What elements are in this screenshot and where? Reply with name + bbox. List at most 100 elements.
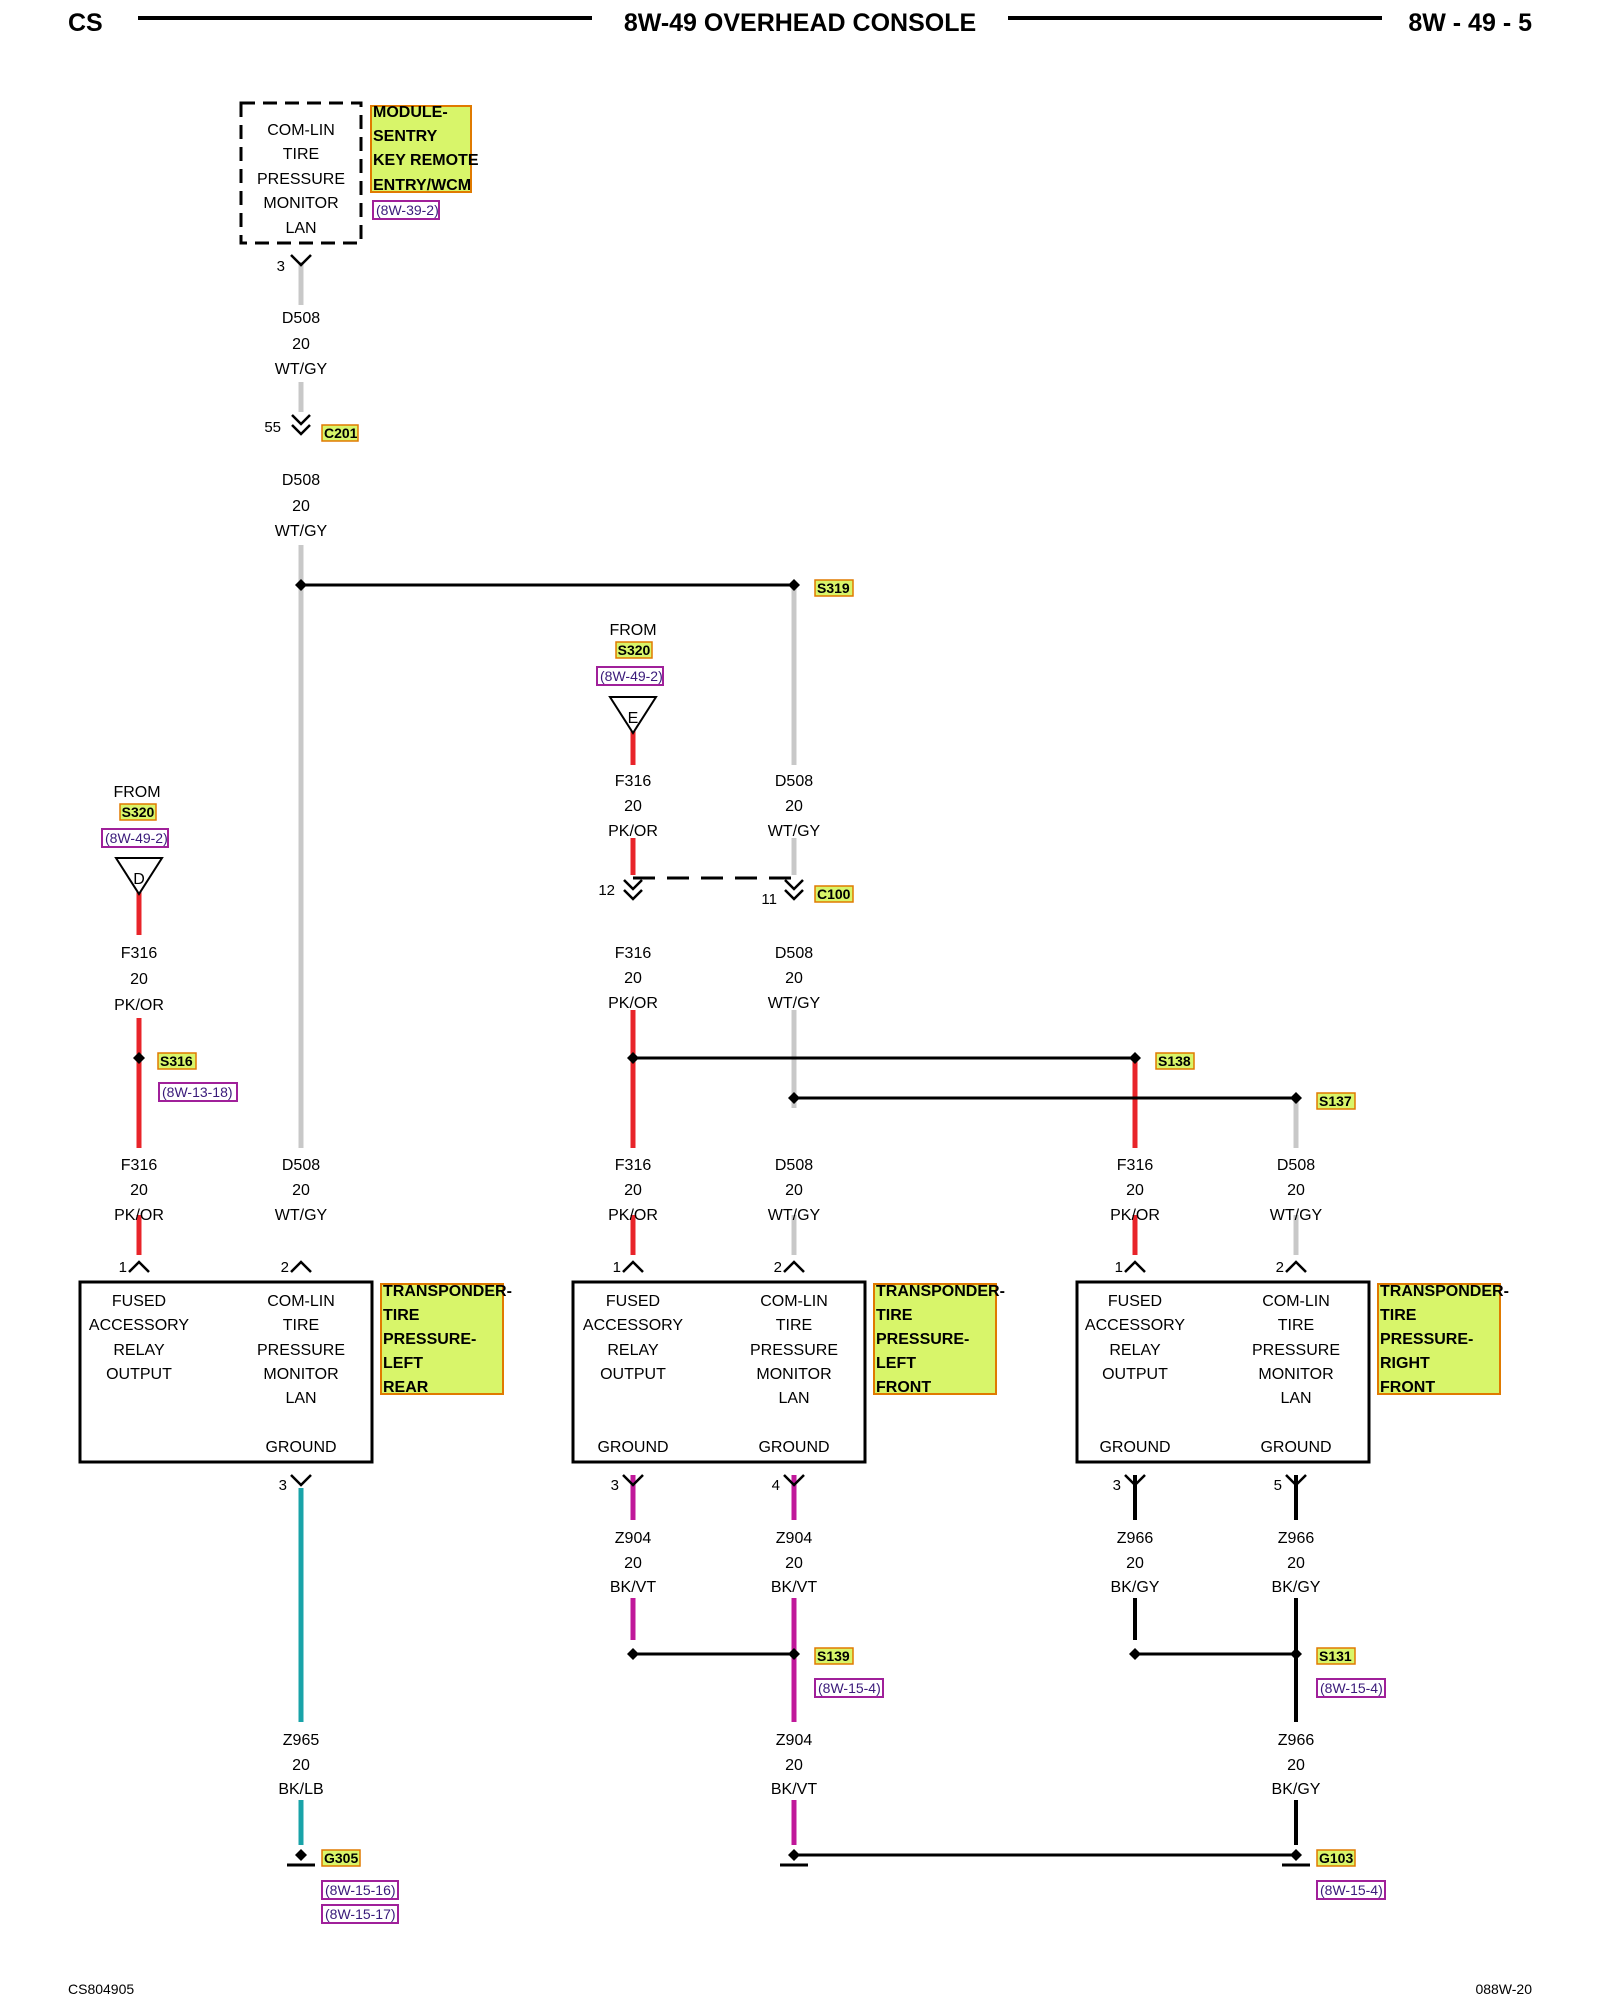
svg-text:GROUND: GROUND — [265, 1439, 336, 1456]
top-module-name: SENTRY — [373, 128, 438, 145]
svg-text:LAN: LAN — [1280, 1390, 1311, 1407]
top-module-line: TIRE — [283, 146, 319, 163]
svg-text:5: 5 — [1274, 1477, 1282, 1494]
svg-text:WT/GY: WT/GY — [275, 361, 328, 378]
header-left: CS — [68, 9, 103, 37]
svg-text:F316: F316 — [615, 1157, 652, 1174]
svg-text:PK/OR: PK/OR — [1110, 1207, 1160, 1224]
s138-label: S138 — [1158, 1053, 1191, 1069]
svg-text:1: 1 — [119, 1259, 127, 1276]
svg-text:20: 20 — [785, 1757, 803, 1774]
module-name: LEFT — [876, 1355, 916, 1372]
svg-text:2: 2 — [281, 1259, 289, 1276]
c100-pin-right: 11 — [761, 891, 777, 908]
svg-text:OUTPUT: OUTPUT — [600, 1366, 666, 1383]
svg-text:S320: S320 — [122, 804, 155, 820]
module-left-front: 1 2 FUSED ACCESSORY RELAY OUTPUT COM-LIN… — [571, 1259, 1005, 1494]
g103-ref[interactable]: (8W-15-4) — [1320, 1882, 1383, 1898]
wire-label-e1: F316 20 PK/OR — [608, 773, 658, 840]
module-name: LEFT — [383, 1355, 423, 1372]
svg-text:20: 20 — [1287, 1555, 1305, 1572]
svg-text:S320: S320 — [618, 642, 651, 658]
svg-text:MONITOR: MONITOR — [1258, 1366, 1333, 1383]
wire-label-top-1: D508 20 WT/GY — [275, 310, 328, 378]
connector-c201: 55 C201 — [264, 414, 359, 442]
svg-text:PK/OR: PK/OR — [114, 997, 164, 1014]
svg-text:PK/OR: PK/OR — [608, 995, 658, 1012]
top-module-ref[interactable]: (8W-39-2) — [376, 202, 439, 218]
module-name: PRESSURE- — [1380, 1331, 1473, 1348]
top-module-box — [239, 101, 363, 245]
svg-text:LAN: LAN — [778, 1390, 809, 1407]
svg-text:D508: D508 — [775, 773, 813, 790]
s131-ref[interactable]: (8W-15-4) — [1320, 1680, 1383, 1696]
module-name: TRANSPONDER- — [1380, 1283, 1509, 1300]
module-name: REAR — [383, 1379, 429, 1396]
svg-text:WT/GY: WT/GY — [1270, 1207, 1323, 1224]
svg-text:20: 20 — [1126, 1555, 1144, 1572]
module-left-rear: 1 2 FUSED ACCESSORY RELAY OUTPUT COM-LIN… — [78, 1259, 512, 1494]
svg-text:COM-LIN: COM-LIN — [267, 1293, 335, 1310]
svg-text:E: E — [628, 710, 639, 727]
svg-text:BK/GY: BK/GY — [1272, 1579, 1321, 1596]
svg-text:WT/GY: WT/GY — [275, 523, 328, 540]
svg-text:3: 3 — [611, 1477, 619, 1494]
svg-text:TIRE: TIRE — [283, 1317, 319, 1334]
top-module-line: COM-LIN — [267, 122, 335, 139]
svg-text:20: 20 — [785, 1182, 803, 1199]
from-e-ref[interactable]: (8W-49-2) — [600, 668, 663, 684]
svg-text:FUSED: FUSED — [1108, 1293, 1162, 1310]
svg-text:20: 20 — [292, 1182, 310, 1199]
module-right-front: 1 2 FUSED ACCESSORY RELAY OUTPUT COM-LIN… — [1075, 1259, 1509, 1494]
s316-ref[interactable]: (8W-13-18) — [162, 1084, 233, 1100]
svg-text:ACCESSORY: ACCESSORY — [583, 1317, 684, 1334]
svg-text:MONITOR: MONITOR — [263, 1366, 338, 1383]
svg-text:20: 20 — [1126, 1182, 1144, 1199]
svg-text:OUTPUT: OUTPUT — [106, 1366, 172, 1383]
top-module-name: MODULE- — [373, 104, 448, 121]
module-name: TIRE — [876, 1307, 913, 1324]
svg-text:GROUND: GROUND — [1260, 1439, 1331, 1456]
from-d-ref[interactable]: (8W-49-2) — [105, 830, 168, 846]
module-name: TRANSPONDER- — [876, 1283, 1005, 1300]
top-module-line: LAN — [285, 220, 316, 237]
svg-text:RELAY: RELAY — [1109, 1342, 1161, 1359]
svg-text:FROM: FROM — [609, 622, 656, 639]
svg-text:D508: D508 — [775, 945, 813, 962]
s139-ref[interactable]: (8W-15-4) — [818, 1680, 881, 1696]
s319-label: S319 — [817, 580, 850, 596]
svg-text:PRESSURE: PRESSURE — [257, 1342, 345, 1359]
top-module-name-label — [370, 105, 472, 193]
svg-text:FUSED: FUSED — [112, 1293, 166, 1310]
g305-ref[interactable]: (8W-15-16) — [325, 1882, 396, 1898]
page-title: 8W-49 OVERHEAD CONSOLE — [624, 9, 976, 37]
svg-text:BK/GY: BK/GY — [1272, 1781, 1321, 1798]
splice-s316: S316 (8W-13-18) — [133, 1052, 238, 1102]
svg-text:RELAY: RELAY — [607, 1342, 659, 1359]
svg-text:WT/GY: WT/GY — [768, 995, 821, 1012]
footer-right: 088W-20 — [1475, 1981, 1532, 1997]
svg-text:F316: F316 — [615, 773, 652, 790]
svg-text:20: 20 — [624, 798, 642, 815]
top-module-line: MONITOR — [263, 195, 338, 212]
svg-text:COM-LIN: COM-LIN — [1262, 1293, 1330, 1310]
wire-label-e2: F316 20 PK/OR — [608, 945, 658, 1012]
module-name: PRESSURE- — [383, 1331, 476, 1348]
svg-text:20: 20 — [1287, 1182, 1305, 1199]
wire-label-c100-right: D508 20 WT/GY — [768, 945, 821, 1012]
c100-label: C100 — [817, 886, 851, 902]
wires — [136, 262, 1299, 1857]
svg-text:COM-LIN: COM-LIN — [760, 1293, 828, 1310]
g305-ref[interactable]: (8W-15-17) — [325, 1906, 396, 1922]
svg-text:F316: F316 — [615, 945, 652, 962]
svg-text:1: 1 — [1115, 1259, 1123, 1276]
splice-s139: S139 (8W-15-4) — [627, 1647, 884, 1698]
svg-text:PRESSURE: PRESSURE — [750, 1342, 838, 1359]
module-name: FRONT — [1380, 1379, 1435, 1396]
s139-label: S139 — [817, 1648, 850, 1664]
svg-text:TIRE: TIRE — [776, 1317, 812, 1334]
svg-text:20: 20 — [624, 970, 642, 987]
svg-text:BK/VT: BK/VT — [771, 1781, 817, 1798]
page-footer: CS804905 088W-20 — [68, 1981, 1532, 1997]
